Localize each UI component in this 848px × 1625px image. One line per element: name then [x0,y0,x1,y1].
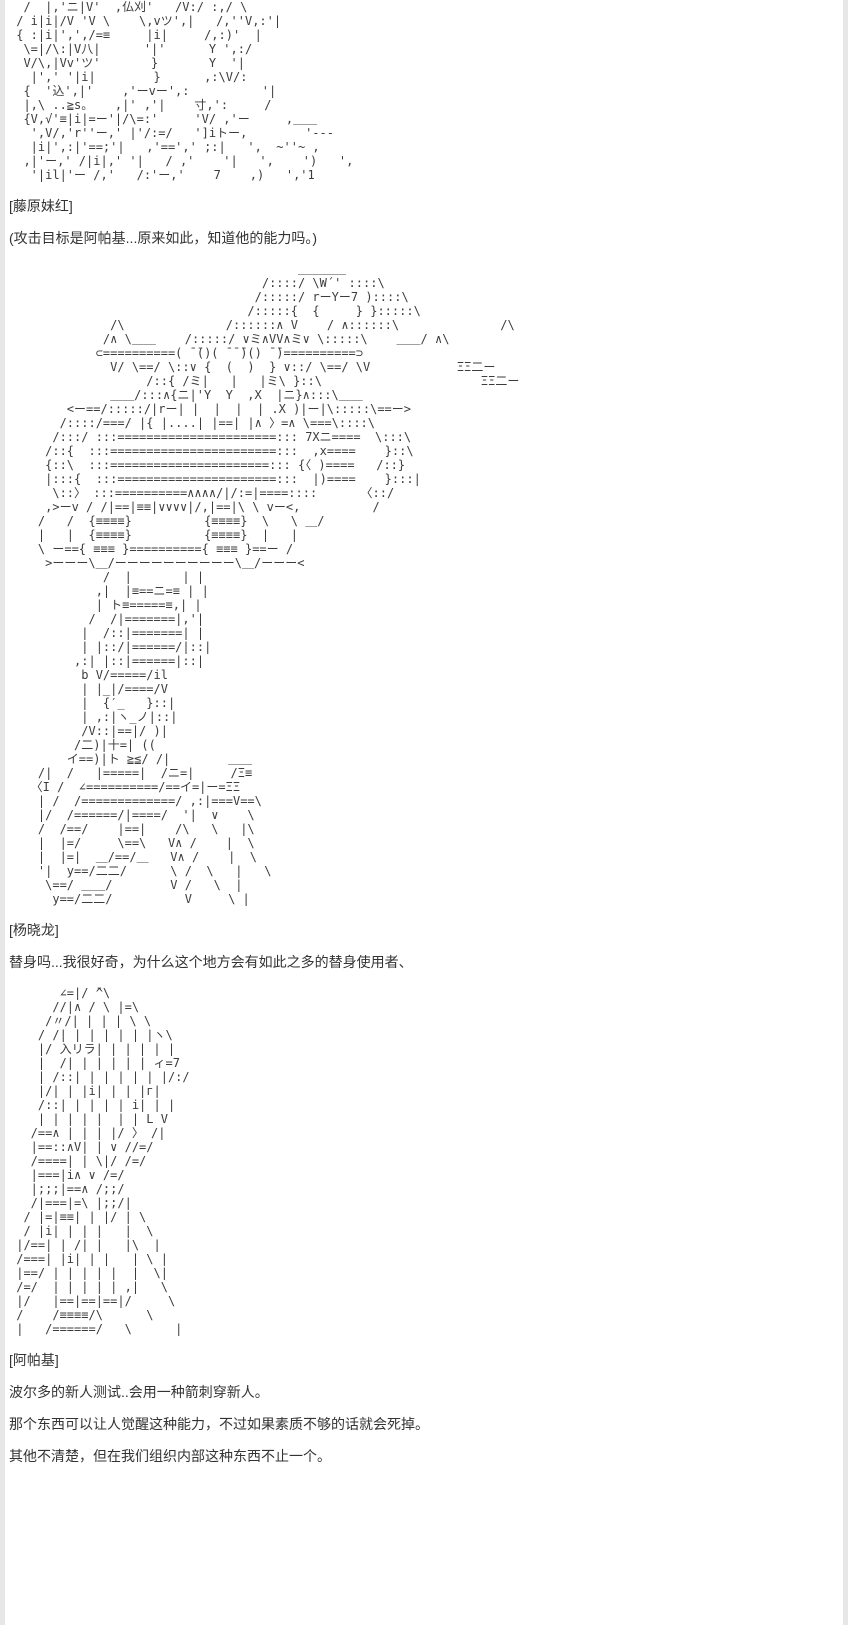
dialogue-line: 那个东西可以让人觉醒这种能力，不过如果素质不够的话就会死掉。 [9,1416,429,1432]
right-gutter [843,0,848,1625]
dialogue-line: (攻击目标是阿帕基...原来如此，知道他的能力吗。) [9,230,317,246]
speaker-name: [杨晓龙] [9,922,59,938]
section-abbacchio: ∠=|/ ̄^\ //|∧ / \ |=\ /〃/| | | | \ \ / /… [9,986,834,1465]
dialogue-line: 替身吗...我很好奇，为什么这个地方会有如此之多的替身使用者、 [9,954,413,970]
left-gutter [0,0,5,1625]
dialogue-line: 其他不清楚，但在我们组织内部这种东西不止一个。 [9,1448,331,1464]
page-content: / |,'ニ|V' ,仏刈' /V:/ :,/ \ / i|i|/V 'V \ … [9,0,834,1465]
ascii-art-stand-machine-scene: ＿＿＿＿ /::::/ \W´' ::::\ /:::::/ rーYー7 )::… [37,262,520,570]
ascii-art-abbacchio: ∠=|/ ̄^\ //|∧ / \ |=\ /〃/| | | | \ \ / /… [16,986,190,1336]
speaker-name: [阿帕基] [9,1352,59,1368]
speaker-name: [藤原妹红] [9,198,73,214]
section-yang-xiaolong: ＿＿＿＿ /::::/ \W´' ::::\ /:::::/ rーYー7 )::… [9,262,834,971]
dialogue-line: 波尔多的新人测试..会用一种箭刺穿新人。 [9,1384,269,1400]
section-fujiwara-mokou: / |,'ニ|V' ,仏刈' /V:/ :,/ \ / i|i|/V 'V \ … [9,0,834,247]
ascii-art-fujiwara-mokou: / |,'ニ|V' ,仏刈' /V:/ :,/ \ / i|i|/V 'V \ … [16,0,354,182]
ascii-art-yang-xiaolong: / | | | ,| |≡==ニ=≡ | | | ト≡=====≡,| | / … [30,570,272,906]
